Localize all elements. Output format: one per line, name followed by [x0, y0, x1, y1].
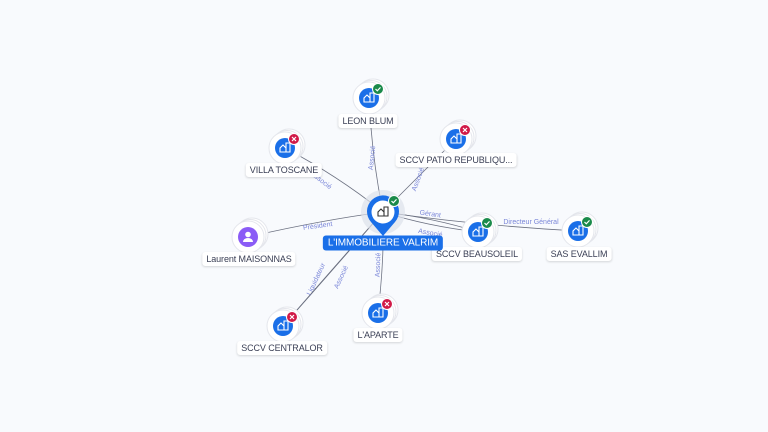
- node-label[interactable]: SAS EVALLIM: [546, 247, 612, 261]
- check-badge-icon: [372, 83, 384, 95]
- node-patio[interactable]: [439, 119, 477, 156]
- edge-label: Associé: [333, 265, 350, 290]
- node-center[interactable]: [361, 190, 405, 236]
- edge-label: Associé: [411, 167, 426, 193]
- edge-label: Associé: [368, 145, 378, 170]
- node-laurent[interactable]: [231, 217, 269, 254]
- edge-label: Associé: [375, 252, 383, 277]
- node-label[interactable]: SCCV PATIO REPUBLIQU...: [395, 153, 517, 167]
- edge-label: Associé: [418, 228, 443, 239]
- person-icon: [245, 231, 251, 238]
- building-icon: [377, 206, 389, 217]
- node-label[interactable]: Laurent MAISONNAS: [202, 252, 296, 266]
- node-villa[interactable]: [268, 128, 306, 165]
- node-label[interactable]: SCCV CENTRALOR: [237, 341, 327, 355]
- check-badge-icon: [388, 195, 400, 207]
- node-label[interactable]: VILLA TOSCANE: [245, 163, 323, 177]
- center-node-label[interactable]: L'IMMOBILIERE VALRIM: [322, 235, 444, 251]
- node-beausoleil[interactable]: [461, 212, 499, 249]
- node-centralor[interactable]: [266, 306, 304, 343]
- edge-label: Directeur Général: [503, 219, 559, 226]
- node-label[interactable]: LEON BLUM: [338, 114, 398, 128]
- check-badge-icon: [481, 217, 493, 229]
- node-label[interactable]: SCCV BEAUSOLEIL: [431, 247, 523, 261]
- node-evallim[interactable]: [561, 211, 599, 248]
- node-laparte[interactable]: [361, 293, 399, 330]
- edge-label: Gérant: [419, 210, 441, 220]
- check-badge-icon: [581, 216, 593, 228]
- edge-label: Président: [303, 221, 333, 232]
- node-label[interactable]: L'APARTE: [353, 328, 403, 342]
- node-leon[interactable]: [352, 78, 390, 115]
